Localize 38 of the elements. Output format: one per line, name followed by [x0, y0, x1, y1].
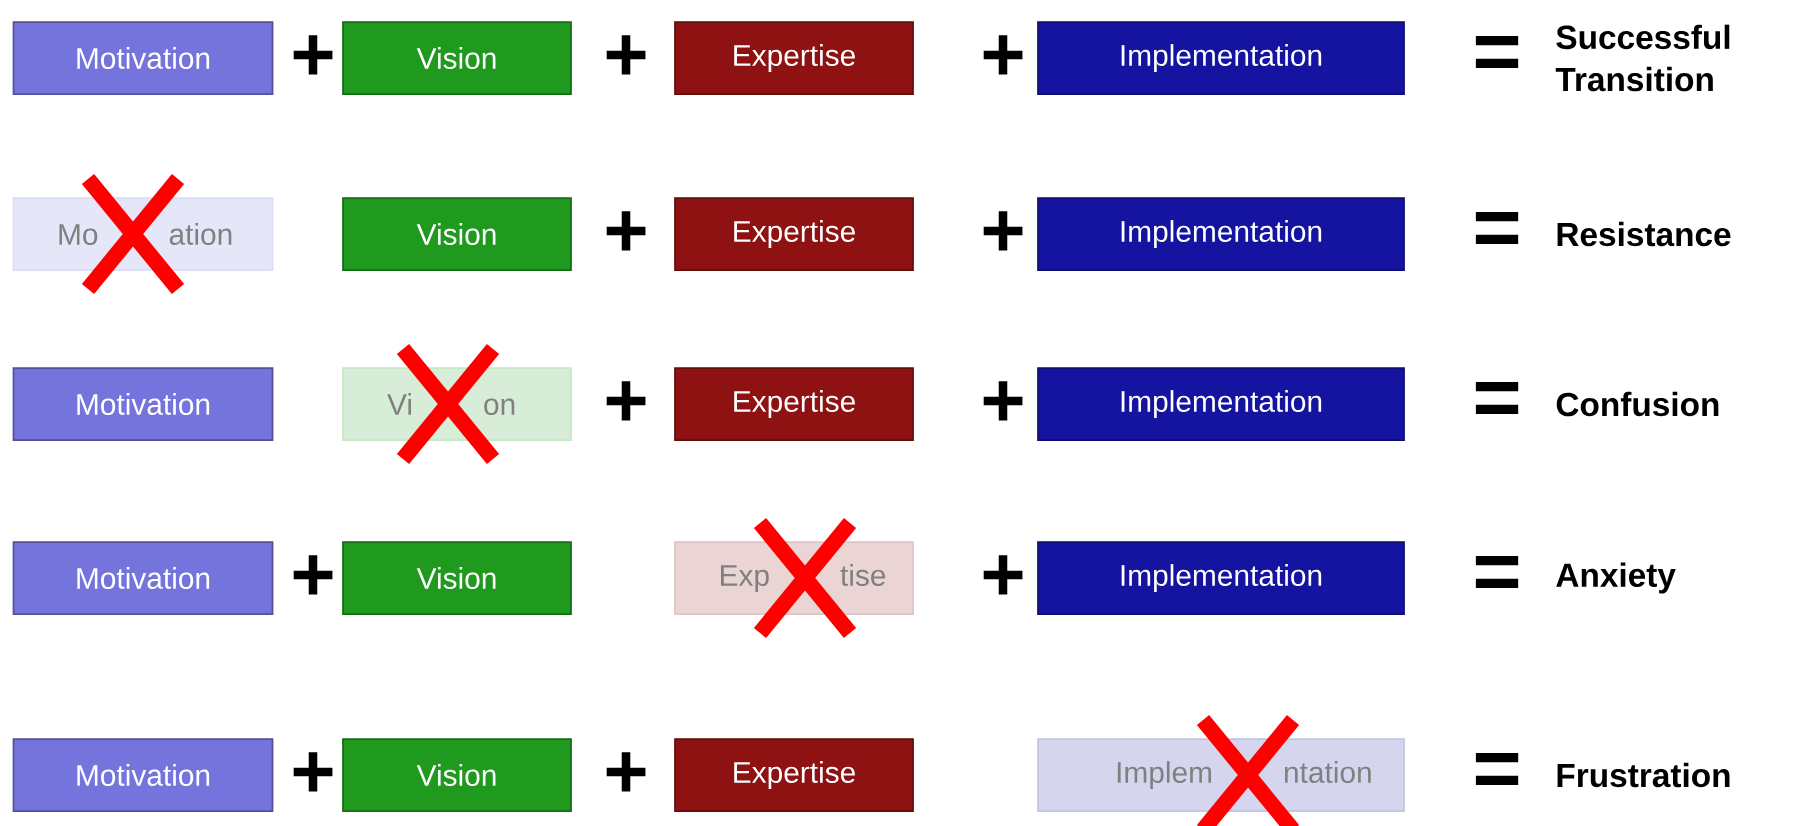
plus-sign: + [293, 555, 333, 595]
result-text: Frustration [1557, 762, 1730, 788]
equals-sign: = [1475, 212, 1519, 244]
term-box: Vision [342, 738, 572, 812]
result-text: Resistance [1557, 221, 1731, 247]
term-box: Vision [342, 197, 572, 271]
term-box: Implementation [1037, 541, 1405, 615]
term-box: Implementation [1037, 197, 1405, 271]
plus-sign: + [606, 211, 646, 251]
plus-sign: + [983, 381, 1023, 421]
term-box: Motivation [12, 21, 274, 95]
plus-sign: + [606, 752, 646, 792]
plus-sign: + [293, 752, 333, 792]
result-text: Confusion [1556, 391, 1719, 417]
plus-sign: + [983, 211, 1023, 251]
plus-sign: + [983, 35, 1023, 75]
term-box: Motivation [12, 738, 274, 812]
term-box: Expertise [674, 197, 914, 271]
equals-sign: = [1475, 556, 1519, 588]
term-box: Expertise [674, 367, 914, 441]
plus-sign: + [983, 555, 1023, 595]
equals-sign: = [1475, 382, 1519, 414]
plus-sign: + [606, 381, 646, 421]
equals-sign: = [1475, 36, 1519, 68]
term-box: Expertise [674, 21, 914, 95]
term-box: Vision [342, 541, 572, 615]
term-box: Motivation [12, 541, 274, 615]
term-box: Vision [342, 21, 572, 95]
plus-sign: + [293, 35, 333, 75]
term-box: Implementation [1037, 367, 1405, 441]
plus-sign: + [606, 35, 646, 75]
term-box: Implementation [1037, 21, 1405, 95]
term-box: Implem ntation [1037, 738, 1405, 812]
equals-sign: = [1475, 753, 1519, 785]
result-text: Anxiety [1556, 562, 1676, 594]
term-box: Motivation [12, 367, 274, 441]
term-box: Expertise [674, 738, 914, 812]
result-text: Successful Transition [1555, 24, 1730, 92]
